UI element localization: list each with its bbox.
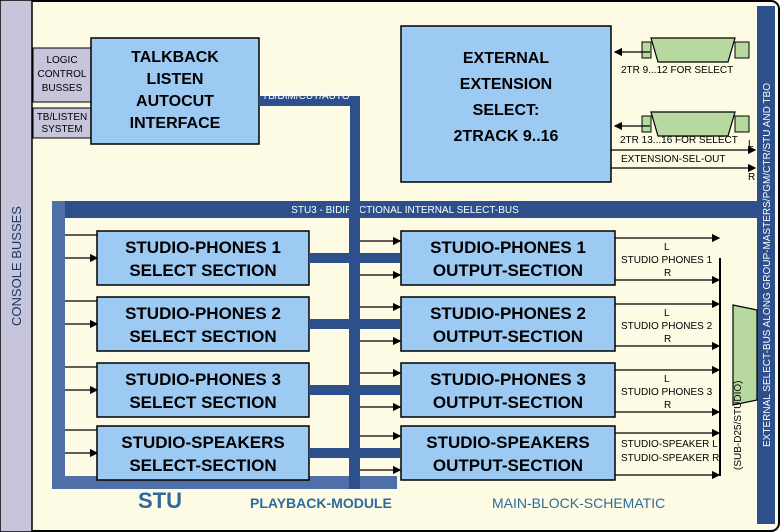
logic-line-1: LOGIC: [46, 55, 77, 66]
logic-control-busses-box: [32, 47, 92, 103]
output-r-label: R: [664, 334, 671, 345]
output-line-1: STUDIO-SPEAKERS: [426, 433, 589, 452]
output-l-label: L: [664, 374, 670, 385]
d25-label: (SUB-D25/STUDIO): [733, 381, 744, 470]
talkback-line-1: TALKBACK: [131, 49, 219, 66]
sub-d25-connector-icon: [732, 304, 758, 406]
select-line-2: SELECT SECTION: [129, 393, 276, 412]
stu3-bus-label: STU3 - BIDIRECTIONAL INTERNAL SELECT-BUS: [291, 205, 519, 216]
select-section-block: [96, 362, 310, 418]
output-name-label: STUDIO PHONES 2: [621, 321, 713, 332]
footer-stu: STU: [138, 488, 182, 513]
output-line-2: OUTPUT-SECTION: [433, 327, 583, 346]
select-to-bus-link: [309, 385, 349, 395]
output-section-block: [400, 296, 616, 352]
section-rows: STUDIO-PHONES 1 SELECT SECTION STUDIO-PHON…: [65, 230, 721, 481]
output-l-label: L: [664, 242, 670, 253]
select-section-block: [96, 230, 310, 286]
ext-line-1: EXTERNAL: [463, 50, 549, 67]
connector-flange-icon: [734, 115, 750, 133]
footer-schematic: MAIN-BLOCK-SCHEMATIC: [492, 495, 665, 511]
db25-connector-icon: [650, 111, 736, 137]
bus-to-output-link: [360, 319, 400, 329]
footer-module: PLAYBACK-MODULE: [250, 495, 392, 511]
logic-line-2: CONTROL: [38, 69, 87, 80]
console-busses-bar: [0, 0, 33, 532]
output-l-label: STUDIO-SPEAKER L: [621, 439, 718, 450]
select-section-block: [96, 296, 310, 352]
bus-to-output-link: [360, 385, 400, 395]
external-select-bus-label: EXTERNAL SELECT-BUS ALONG GROUP-MASTERS/…: [762, 83, 773, 447]
select-section-block: [96, 425, 310, 481]
ext-l-label: L: [748, 139, 754, 150]
output-name-label: STUDIO PHONES 1: [621, 255, 713, 266]
ext-line-2: EXTENSION: [460, 76, 552, 93]
output-section-block: [400, 230, 616, 286]
select-line-1: STUDIO-PHONES 1: [125, 238, 281, 257]
select-to-bus-link: [309, 253, 349, 263]
output-line-2: OUTPUT-SECTION: [433, 261, 583, 280]
tb-line-1: TB/LISTEN: [37, 112, 88, 123]
center-vertical-bus: [349, 201, 360, 489]
select-line-1: STUDIO-PHONES 2: [125, 304, 281, 323]
console-busses-label: CONSOLE BUSSES: [9, 206, 24, 326]
talkback-line-2: LISTEN: [147, 71, 204, 88]
tb-bus-label: TB/DIM/CUT/AUTO: [262, 91, 350, 102]
output-r-label: R: [664, 400, 671, 411]
external-select-bus-bar: [757, 6, 775, 524]
connector-flange-left-icon: [641, 115, 652, 133]
output-section-block: [400, 362, 616, 418]
bus-to-output-link: [360, 448, 400, 458]
output-name-label: STUDIO PHONES 3: [621, 387, 713, 398]
output-line-2: OUTPUT-SECTION: [433, 393, 583, 412]
external-extension-select-block: [400, 25, 612, 183]
logic-line-3: BUSSES: [42, 83, 83, 94]
select-line-1: STUDIO-PHONES 3: [125, 370, 281, 389]
output-r-label: R: [664, 268, 671, 279]
talkback-line-3: AUTOCUT: [136, 93, 214, 110]
output-line-1: STUDIO-PHONES 2: [430, 304, 586, 323]
output-line-2: OUTPUT-SECTION: [433, 456, 583, 475]
output-l-label: L: [664, 308, 670, 319]
select-line-2: SELECT SECTION: [129, 261, 276, 280]
ext-label-b: 2TR 13...16 FOR SELECT: [620, 135, 738, 146]
output-r-label: STUDIO-SPEAKER R: [621, 453, 719, 464]
talkback-interface-block: [90, 37, 260, 145]
select-line-2: SELECT SECTION: [129, 327, 276, 346]
ext-line-4: 2TRACK 9..16: [454, 128, 559, 145]
connector-flange-icon: [734, 41, 750, 59]
left-vertical-bus: [52, 201, 65, 489]
select-to-bus-link: [309, 319, 349, 329]
output-line-1: STUDIO-PHONES 1: [430, 238, 586, 257]
select-to-bus-link: [309, 448, 349, 458]
connector-flange-left-icon: [641, 41, 652, 59]
select-line-2: SELECT-SECTION: [129, 456, 276, 475]
select-line-1: STUDIO-SPEAKERS: [121, 433, 284, 452]
talkback-line-4: INTERFACE: [130, 115, 221, 132]
tb-line-2: SYSTEM: [41, 124, 82, 135]
tb-dim-cut-auto-bus: [259, 96, 360, 202]
ext-sel-out-label: EXTENSION-SEL-OUT: [621, 154, 725, 165]
output-line-1: STUDIO-PHONES 3: [430, 370, 586, 389]
stu3-internal-select-bus: [52, 201, 757, 218]
db25-connector-icon: [650, 37, 736, 63]
tb-listen-system-box: [32, 107, 92, 139]
ext-label-a: 2TR 9...12 FOR SELECT: [621, 65, 733, 76]
output-section-block: [400, 425, 616, 481]
bus-to-output-link: [360, 253, 400, 263]
ext-r-label: R: [748, 172, 755, 183]
ext-line-3: SELECT:: [473, 102, 540, 119]
